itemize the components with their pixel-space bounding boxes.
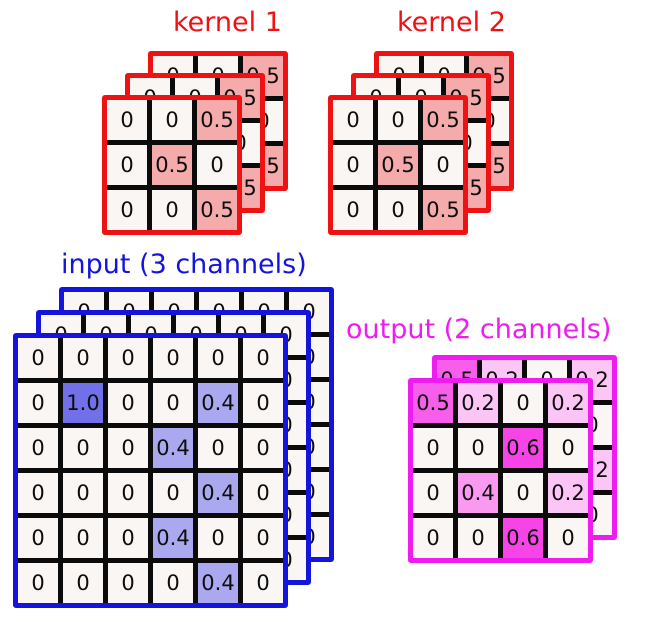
matrix-cell: 0 bbox=[108, 473, 148, 513]
matrix-cell: 0.4 bbox=[153, 428, 193, 468]
matrix-cell: 0 bbox=[378, 100, 418, 140]
matrix-cell: 0 bbox=[413, 518, 453, 558]
matrix-cell: 0 bbox=[63, 563, 103, 603]
matrix-cell: 0 bbox=[197, 145, 237, 185]
matrix-cell: 0 bbox=[107, 100, 147, 140]
matrix-cell: 0 bbox=[153, 473, 193, 513]
matrix-cell: 0 bbox=[107, 190, 147, 230]
matrix-cell: 0 bbox=[108, 563, 148, 603]
matrix-cell: 0.2 bbox=[548, 473, 588, 513]
matrix-cell: 0.5 bbox=[378, 145, 418, 185]
matrix-cell: 0 bbox=[243, 473, 283, 513]
matrix-cell: 0.4 bbox=[198, 473, 238, 513]
matrix-cell: 0.2 bbox=[458, 383, 498, 423]
matrix-cell: 0 bbox=[153, 563, 193, 603]
matrix-cell: 0 bbox=[108, 338, 148, 378]
matrix-cell: 0 bbox=[243, 563, 283, 603]
matrix-cell: 0.4 bbox=[198, 563, 238, 603]
matrix-cell: 0.5 bbox=[197, 100, 237, 140]
matrix-cell: 0.5 bbox=[413, 383, 453, 423]
matrix-cell: 0 bbox=[548, 428, 588, 468]
matrix-cell: 0 bbox=[333, 145, 373, 185]
input-title: input (3 channels) bbox=[61, 249, 307, 280]
kernel1-title: kernel 1 bbox=[173, 7, 282, 38]
matrix-cell: 0 bbox=[423, 145, 463, 185]
matrix-cell: 0 bbox=[152, 190, 192, 230]
matrix-cell: 0 bbox=[18, 383, 58, 423]
matrix-cell: 0 bbox=[63, 428, 103, 468]
matrix-cell: 0 bbox=[413, 428, 453, 468]
matrix-cell: 0 bbox=[63, 338, 103, 378]
matrix-cell: 0.2 bbox=[548, 383, 588, 423]
matrix-cell: 0.4 bbox=[458, 473, 498, 513]
kernel2-title: kernel 2 bbox=[397, 7, 506, 38]
matrix-cell: 0 bbox=[152, 100, 192, 140]
matrix-cell: 0 bbox=[503, 383, 543, 423]
matrix-cell: 0 bbox=[108, 518, 148, 558]
matrix-cell: 0 bbox=[18, 338, 58, 378]
matrix-cell: 0 bbox=[243, 383, 283, 423]
matrix-cell: 1.0 bbox=[63, 383, 103, 423]
matrix-cell: 0 bbox=[198, 428, 238, 468]
matrix-cell: 0.5 bbox=[152, 145, 192, 185]
matrix-cell: 0.4 bbox=[153, 518, 193, 558]
matrix-cell: 0 bbox=[18, 473, 58, 513]
matrix-cell: 0 bbox=[153, 338, 193, 378]
matrix-cell: 0.4 bbox=[198, 383, 238, 423]
matrix-cell: 0 bbox=[243, 428, 283, 468]
matrix-cell: 0 bbox=[243, 518, 283, 558]
matrix-cell: 0 bbox=[63, 518, 103, 558]
matrix-cell: 0.6 bbox=[503, 518, 543, 558]
matrix-cell: 0 bbox=[458, 518, 498, 558]
matrix-cell: 0 bbox=[458, 428, 498, 468]
matrix-cell: 0 bbox=[413, 473, 453, 513]
matrix-cell: 0 bbox=[198, 338, 238, 378]
matrix-cell: 0 bbox=[333, 100, 373, 140]
matrix-cell: 0.5 bbox=[423, 100, 463, 140]
matrix-cell: 0 bbox=[108, 383, 148, 423]
matrix-cell: 0 bbox=[18, 428, 58, 468]
matrix-cell: 0.5 bbox=[197, 190, 237, 230]
matrix-cell: 0 bbox=[153, 383, 193, 423]
matrix-cell: 0 bbox=[333, 190, 373, 230]
output-title: output (2 channels) bbox=[346, 314, 612, 345]
matrix-cell: 0 bbox=[63, 473, 103, 513]
matrix-cell: 0 bbox=[503, 473, 543, 513]
matrix-cell: 0 bbox=[548, 518, 588, 558]
matrix-cell: 0 bbox=[18, 518, 58, 558]
matrix-cell: 0 bbox=[243, 338, 283, 378]
matrix-cell: 0.5 bbox=[423, 190, 463, 230]
matrix-cell: 0.6 bbox=[503, 428, 543, 468]
matrix-cell: 0 bbox=[18, 563, 58, 603]
matrix-cell: 0 bbox=[108, 428, 148, 468]
matrix-cell: 0 bbox=[198, 518, 238, 558]
matrix-cell: 0 bbox=[378, 190, 418, 230]
matrix-cell: 0 bbox=[107, 145, 147, 185]
